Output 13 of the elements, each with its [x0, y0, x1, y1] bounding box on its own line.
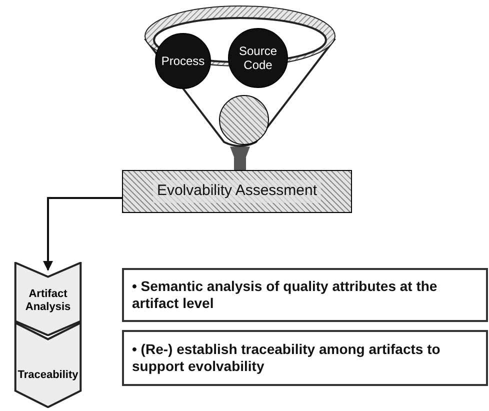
text-box — [122, 268, 488, 322]
process-box — [122, 170, 352, 213]
node-label: • Semantic analysis of quality attributes at the artifact level — [132, 278, 438, 312]
node-label: Evolvability Assessment — [152, 180, 322, 203]
node-label: Process — [161, 54, 205, 68]
connector-arrow — [43, 196, 122, 271]
node-label: Artifact Analysis — [24, 288, 72, 314]
chevron-step — [14, 262, 82, 336]
node-label: • (Re-) establish traceability among artifacts to support evolvability — [132, 341, 442, 375]
chevron-step — [14, 322, 82, 408]
text-box — [122, 330, 488, 386]
node-label: Traceability — [18, 369, 78, 382]
node-label: Source Code — [238, 44, 278, 72]
